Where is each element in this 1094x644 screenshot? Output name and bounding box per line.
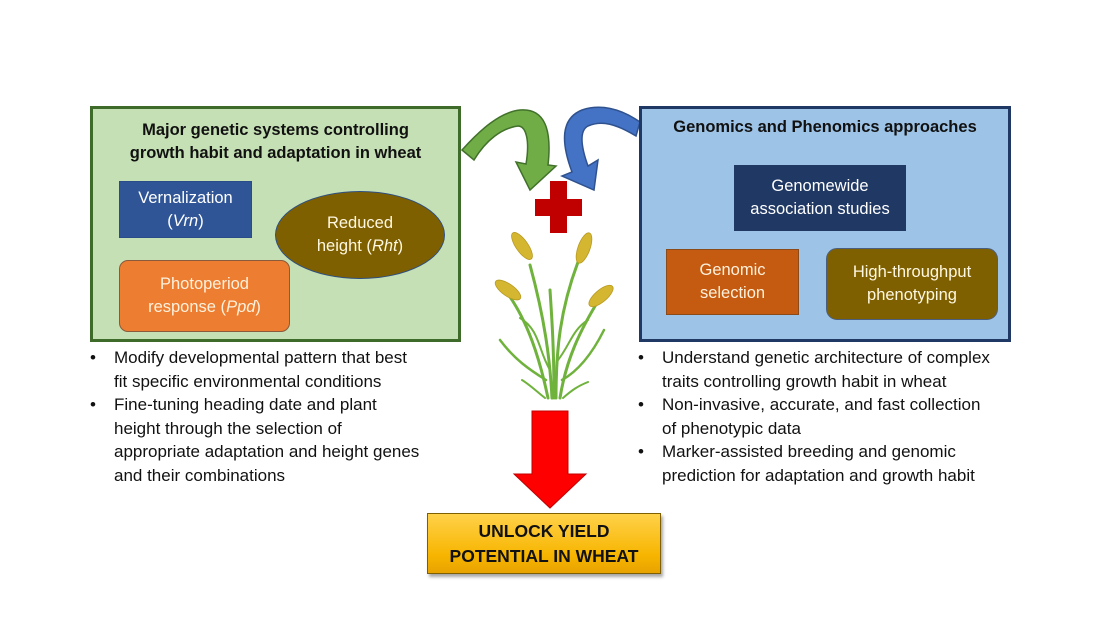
reduced-height-ellipse: Reduced height (Rht) — [275, 191, 445, 279]
box-label: response — [148, 298, 216, 316]
gene-symbol: Rht — [371, 237, 398, 255]
gene-symbol: Vrn — [172, 211, 199, 230]
box-label: High-throughput — [852, 263, 972, 281]
high-throughput-phenotyping-box: High-throughput phenotyping — [826, 248, 998, 320]
gwas-box: Genomewide association studies — [734, 165, 906, 231]
bullet-icon: • — [638, 442, 644, 461]
wheat-plant-icon — [498, 260, 606, 400]
wheat-ears-icon — [494, 232, 614, 308]
bullet-text: and their combinations — [114, 465, 286, 485]
bullet-text: appropriate adaptation and height genes — [114, 442, 420, 461]
box-label: association studies — [750, 200, 890, 218]
box-symbol-line: (Vrn) — [167, 211, 204, 230]
genomic-selection-box: Genomic selection — [666, 249, 799, 315]
red-down-arrow-icon — [512, 410, 588, 509]
title-line: Major genetic systems controlling — [142, 121, 409, 139]
bullet-text: Non-invasive, accurate, and fast collect… — [662, 395, 981, 414]
box-label: phenotyping — [867, 286, 957, 304]
bullet-text: of phenotypic data — [662, 418, 801, 438]
bullet-text: Modify developmental pattern that best — [114, 348, 407, 367]
vernalization-box: Vernalization (Vrn) — [119, 181, 252, 238]
bullet-text: Marker-assisted breeding and genomic — [662, 442, 956, 461]
box-label: Genomic — [699, 261, 766, 279]
box-label: Reduced — [326, 214, 394, 232]
box-label: Vernalization — [138, 188, 233, 207]
box-label: Photoperiod — [160, 275, 249, 293]
unlock-yield-box: UNLOCK YIELD POTENTIAL IN WHEAT — [427, 513, 661, 574]
outcome-text: POTENTIAL IN WHEAT — [449, 545, 639, 566]
bullet-text: Understand genetic architecture of compl… — [662, 348, 990, 367]
genetic-systems-panel: Major genetic systems controlling growth… — [90, 106, 461, 342]
genetic-systems-title: Major genetic systems controlling growth… — [93, 119, 458, 165]
box-label: selection — [699, 284, 766, 302]
genetic-systems-bullets: • Modify developmental pattern that best… — [90, 346, 460, 487]
bullet-icon: • — [638, 348, 644, 367]
bullet-icon: • — [90, 348, 96, 367]
box-label: height — [316, 237, 362, 255]
bullet-icon: • — [638, 395, 644, 414]
bullet-item: • Non-invasive, accurate, and fast colle… — [638, 393, 1028, 440]
bullet-text: fit specific environmental conditions — [114, 371, 382, 391]
red-plus-icon — [535, 181, 582, 233]
bullet-item: • Understand genetic architecture of com… — [638, 346, 1028, 393]
bullet-icon: • — [90, 395, 96, 414]
bullet-text: height through the selection of — [114, 418, 342, 438]
genomics-phenomics-bullets: • Understand genetic architecture of com… — [638, 346, 1028, 487]
bullet-item: • Fine-tuning heading date and plant hei… — [90, 393, 460, 487]
bullet-item: • Modify developmental pattern that best… — [90, 346, 460, 393]
outcome-text: UNLOCK YIELD — [478, 520, 610, 541]
title-line: growth habit and adaptation in wheat — [129, 144, 422, 162]
genomics-phenomics-title: Genomics and Phenomics approaches — [673, 118, 977, 136]
bullet-text: prediction for adaptation and growth hab… — [662, 465, 975, 485]
bullet-text: Fine-tuning heading date and plant — [114, 395, 377, 414]
gene-symbol: Ppd — [226, 298, 256, 316]
box-symbol-line: response (Ppd) — [148, 298, 261, 316]
photoperiod-box: Photoperiod response (Ppd) — [119, 260, 290, 332]
box-symbol-line: height (Rht) — [316, 237, 404, 255]
genomics-phenomics-panel: Genomics and Phenomics approaches Genome… — [639, 106, 1011, 342]
bullet-text: traits controlling growth habit in wheat — [662, 371, 947, 391]
blue-curved-arrow-icon — [560, 106, 641, 192]
green-curved-arrow-icon — [460, 109, 558, 192]
box-label: Genomewide — [771, 177, 869, 195]
bullet-item: • Marker-assisted breeding and genomic p… — [638, 440, 1028, 487]
